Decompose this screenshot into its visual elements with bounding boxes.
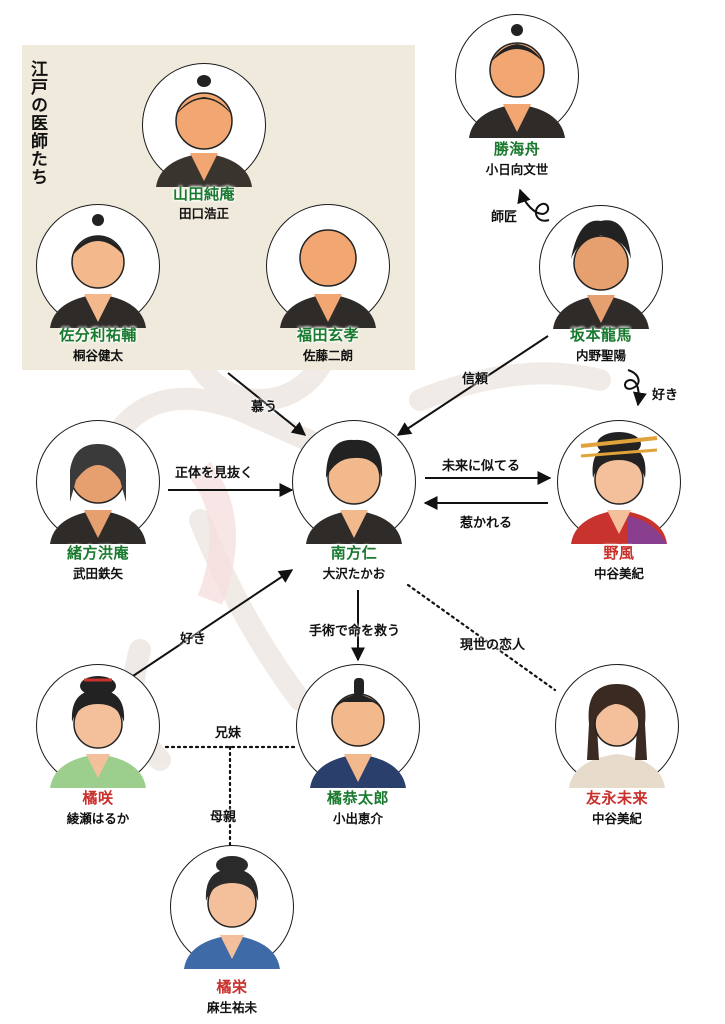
- name-yamada: 山田純庵: [172, 185, 235, 203]
- name-kyotaro: 橘恭太郎: [326, 789, 389, 807]
- name-nokaze: 野風: [603, 544, 635, 562]
- portrait-ogata: [36, 420, 160, 544]
- actor-kyotaro: 小出恵介: [332, 811, 383, 826]
- kyotaro-figure: [310, 678, 406, 788]
- actor-fukuda: 佐藤二朗: [302, 348, 353, 363]
- label-hikareru: 惹かれる: [460, 516, 513, 531]
- actor-katsu: 小日向文世: [485, 162, 549, 177]
- actor-sakamoto: 内野聖陽: [575, 348, 626, 363]
- portrait-sawari: [36, 204, 160, 328]
- saki-figure: [50, 676, 146, 788]
- actor-ogata: 武田鉄矢: [72, 566, 123, 581]
- sawari-figure: [50, 214, 146, 328]
- label-shinrai: 信頼: [462, 372, 489, 387]
- name-katsu: 勝海舟: [493, 140, 541, 158]
- label-hahaoya: 母親: [210, 810, 237, 825]
- dotted-koibito: [406, 583, 557, 692]
- sakamoto-figure: [553, 220, 649, 329]
- name-ei: 橘栄: [216, 978, 248, 996]
- portrait-yamada: [142, 63, 266, 187]
- name-sakamoto: 坂本龍馬: [569, 326, 632, 344]
- label-shitau: 慕う: [251, 400, 278, 415]
- actor-ei: 麻生祐未: [206, 1000, 257, 1015]
- ogata-figure: [50, 444, 146, 544]
- portrait-sakamoto: [539, 205, 663, 329]
- ei-figure: [184, 856, 280, 969]
- arrow-shisho: [517, 188, 550, 222]
- arrow-suki-ryoma: [624, 369, 647, 407]
- label-mirai-niteru: 未来に似てる: [442, 459, 521, 474]
- portrait-tomonaga: [555, 664, 679, 788]
- label-koibito: 現世の恋人: [460, 638, 526, 653]
- label-kyoudai: 兄妹: [215, 726, 242, 741]
- actor-yamada: 田口浩正: [178, 206, 229, 221]
- nokaze-figure: [571, 432, 667, 544]
- katsu-figure: [469, 24, 565, 138]
- name-sawari: 佐分利祐輔: [59, 326, 137, 344]
- portrait-saki: [36, 664, 160, 788]
- name-saki: 橘咲: [82, 789, 114, 807]
- yamada-figure: [156, 75, 252, 187]
- label-shujutsu: 手術で命を救う: [309, 624, 401, 639]
- label-shotai: 正体を見抜く: [175, 466, 254, 481]
- portrait-ei: [170, 845, 294, 969]
- arrow-shinrai: [396, 335, 549, 436]
- actor-saki: 綾瀬はるか: [66, 811, 130, 826]
- name-fukuda: 福田玄孝: [296, 326, 359, 344]
- portrait-katsu: [455, 14, 579, 138]
- label-shisho: 師匠: [491, 210, 518, 225]
- actor-nokaze: 中谷美紀: [593, 566, 644, 581]
- panel-title: 江戸の医師たち: [27, 60, 47, 186]
- name-tomonaga: 友永未来: [585, 789, 648, 807]
- minakata-figure: [306, 439, 402, 544]
- name-ogata: 緒方洪庵: [66, 544, 129, 562]
- portrait-kyotaro: [296, 664, 420, 788]
- arrow-suki-saki: [129, 569, 294, 679]
- fukuda-figure: [280, 229, 376, 328]
- portrait-nokaze: [557, 420, 681, 544]
- arrow-shitau: [227, 372, 307, 436]
- actor-sawari: 桐谷健太: [72, 348, 123, 363]
- portrait-minakata: [292, 420, 416, 544]
- name-minakata: 南方仁: [330, 544, 378, 562]
- label-suki-ryoma: 好き: [652, 388, 679, 403]
- label-suki-saki: 好き: [180, 632, 207, 647]
- tomonaga-figure: [569, 684, 665, 788]
- actor-tomonaga: 中谷美紀: [591, 811, 642, 826]
- portrait-fukuda: [266, 204, 390, 328]
- actor-minakata: 大沢たかお: [322, 566, 386, 581]
